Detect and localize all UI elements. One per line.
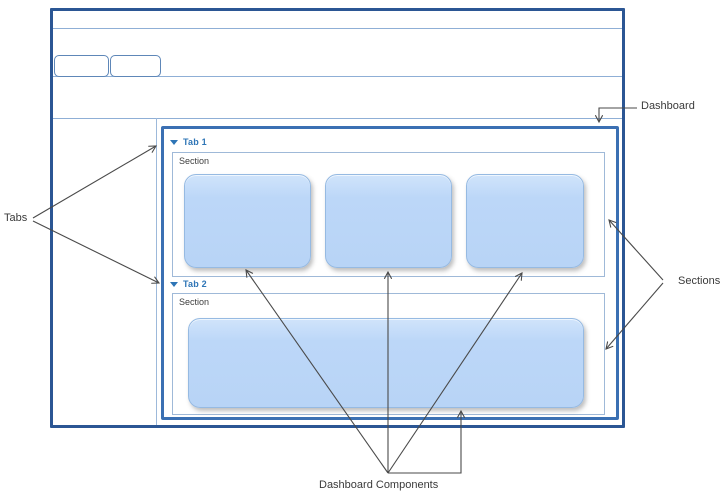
browser-tab-2[interactable] [110, 55, 161, 77]
callout-sections: Sections [678, 275, 721, 287]
section-2: Section [172, 293, 605, 415]
browser-tab-1[interactable] [54, 55, 109, 77]
dashboard-tab-2-toggle[interactable]: Tab 2 [170, 279, 207, 289]
section-2-label: Section [179, 297, 210, 307]
toolbar-divider [53, 118, 622, 119]
callout-dashboard-components: Dashboard Components [319, 479, 439, 491]
dashboard-tab-2-label: Tab 2 [183, 279, 207, 289]
collapse-triangle-icon [170, 139, 178, 145]
title-bar-divider [53, 28, 622, 29]
dashboard-tab-1-toggle[interactable]: Tab 1 [170, 137, 207, 147]
dashboard-panel: Tab 1 Section Tab 2 Section [161, 126, 619, 420]
section-1-components [184, 174, 584, 268]
section-1-label: Section [179, 156, 210, 166]
callout-tabs: Tabs [4, 212, 28, 224]
dashboard-tab-1-label: Tab 1 [183, 137, 207, 147]
sidebar-divider [156, 118, 157, 425]
dashboard-component[interactable] [466, 174, 584, 268]
dashboard-component-wide[interactable] [188, 318, 584, 408]
dashboard-component[interactable] [325, 174, 452, 268]
collapse-triangle-icon [170, 281, 178, 287]
section-1: Section [172, 152, 605, 277]
callout-dashboard: Dashboard [641, 100, 695, 112]
dashboard-component[interactable] [184, 174, 311, 268]
tab-bar-divider [53, 76, 622, 77]
